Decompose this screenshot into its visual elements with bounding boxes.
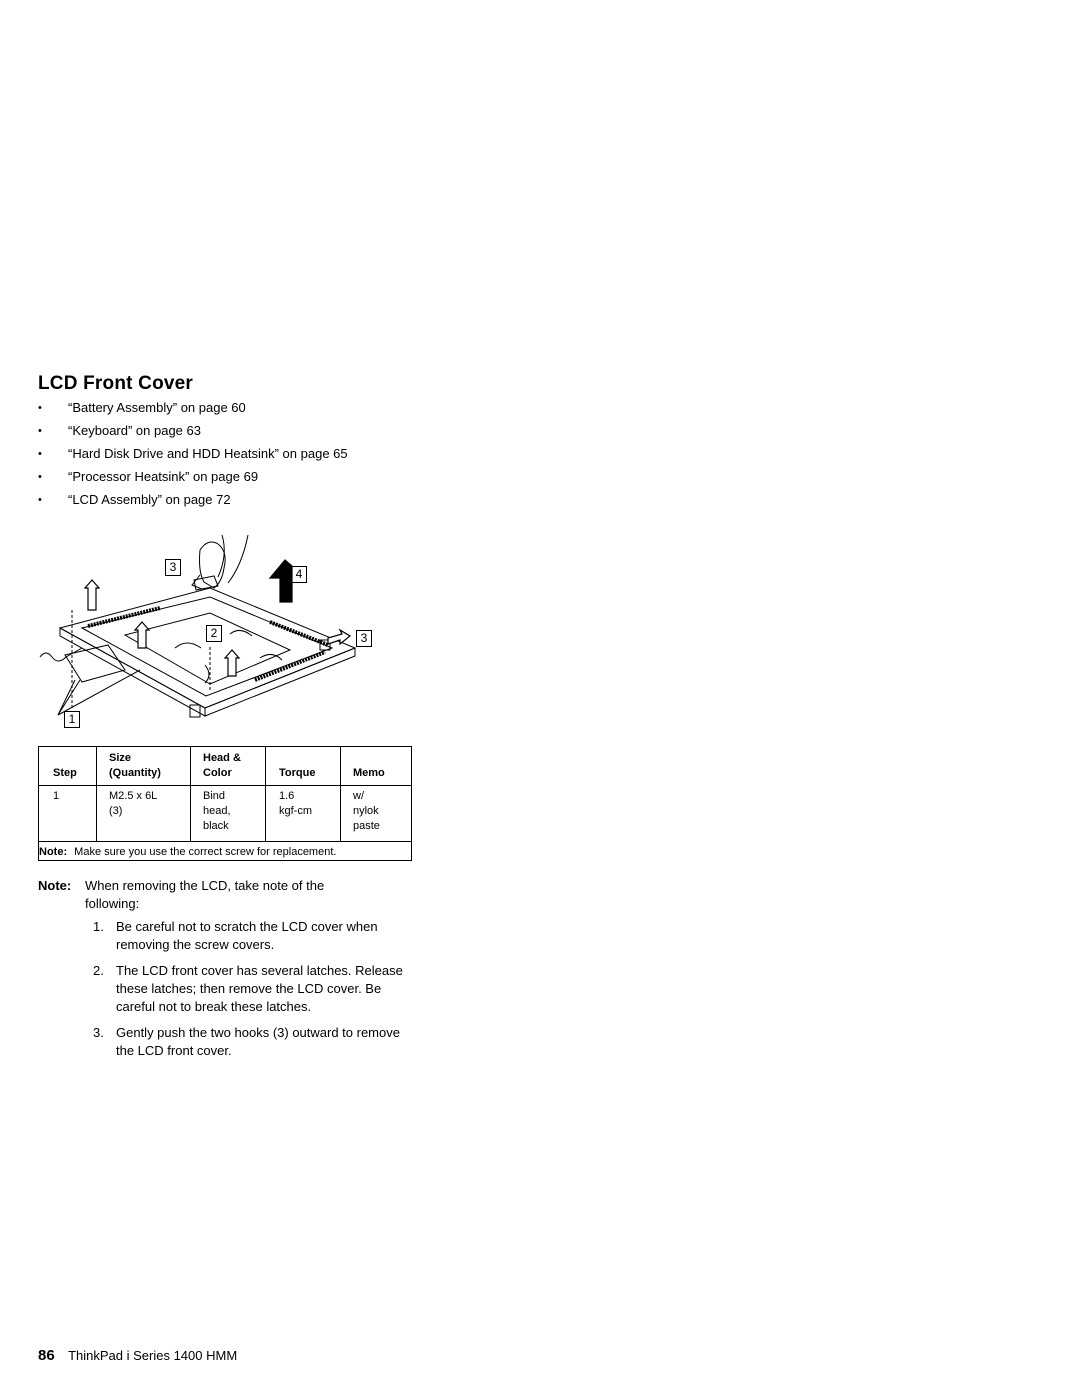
- table-note: Note: Make sure you use the correct scre…: [39, 841, 411, 862]
- header-color: Color: [203, 767, 232, 779]
- table-header: Step Size (Quantity) Head & Color Torque…: [39, 747, 411, 786]
- list-item: 2. The LCD front cover has several latche…: [93, 962, 413, 1016]
- screw-spec-table: Step Size (Quantity) Head & Color Torque…: [38, 746, 412, 861]
- callout-label: 4: [291, 566, 307, 583]
- list-item: 1. Be careful not to scratch the LCD cove…: [93, 918, 413, 954]
- prerequisite-item: • “LCD Assembly” on page 72: [38, 492, 348, 515]
- prerequisite-link[interactable]: “Battery Assembly” on page 60: [68, 400, 246, 415]
- step-text: The LCD front cover has several latches.…: [116, 963, 403, 1014]
- header-memo: Memo: [353, 767, 385, 779]
- prerequisite-item: • “Keyboard” on page 63: [38, 423, 348, 446]
- prerequisite-item: • “Processor Heatsink” on page 69: [38, 469, 348, 492]
- lcd-front-cover-diagram: [39, 534, 357, 718]
- table-note-label: Note:: [39, 846, 68, 858]
- lcd-frame-drawing: [39, 587, 357, 718]
- cell-memo: w/: [353, 790, 364, 802]
- page-footer: 86 ThinkPad i Series 1400 HMM: [38, 1347, 237, 1364]
- bullet-icon: •: [38, 448, 42, 460]
- table-note-text: Make sure you use the correct screw for …: [74, 846, 337, 858]
- book-title: ThinkPad i Series 1400 HMM: [68, 1348, 238, 1363]
- callout-label: 3: [165, 559, 181, 576]
- step-number: 1.: [93, 919, 104, 934]
- header-step: Step: [53, 767, 77, 779]
- callout-label: 1: [64, 711, 80, 728]
- step-text: Gently push the two hooks (3) outward to…: [116, 1025, 400, 1058]
- cell-memo: paste: [353, 820, 380, 832]
- prerequisite-link[interactable]: “Keyboard” on page 63: [68, 423, 201, 438]
- step-number: 3.: [93, 1025, 104, 1040]
- prerequisite-item: • “Battery Assembly” on page 60: [38, 400, 348, 423]
- prerequisite-item: • “Hard Disk Drive and HDD Heatsink” on p…: [38, 446, 348, 469]
- callout-label: 3: [356, 630, 372, 647]
- hand-illustration: [191, 534, 249, 591]
- bullet-icon: •: [38, 494, 42, 506]
- column-divider: [190, 747, 191, 841]
- prerequisite-link[interactable]: “LCD Assembly” on page 72: [68, 492, 231, 507]
- cell-memo: nylok: [353, 805, 379, 817]
- header-torque: Torque: [279, 767, 316, 779]
- cell-size: M2.5 x 6L: [109, 790, 158, 802]
- header-size: Size: [109, 752, 132, 764]
- header-head: Head &: [203, 752, 241, 764]
- cell-torque: 1.6: [279, 790, 295, 802]
- header-quantity: (Quantity): [109, 767, 161, 779]
- bullet-icon: •: [38, 425, 42, 437]
- cell-quantity: (3): [109, 805, 123, 817]
- arrow-icons: [83, 559, 352, 677]
- prerequisite-link[interactable]: “Processor Heatsink” on page 69: [68, 469, 259, 484]
- cell-head: head,: [203, 805, 231, 817]
- section-title: LCD Front Cover: [38, 373, 193, 394]
- column-divider: [340, 747, 341, 841]
- step-number: 2.: [93, 963, 104, 978]
- column-divider: [265, 747, 266, 841]
- prerequisite-list: • “Battery Assembly” on page 60 • “Keyboar…: [38, 400, 348, 515]
- cell-head: Bind: [203, 790, 226, 802]
- cell-color: black: [203, 820, 229, 832]
- callout-label: 2: [206, 625, 222, 642]
- column-divider: [96, 747, 97, 841]
- list-item: 3. Gently push the two hooks (3) outward …: [93, 1024, 413, 1060]
- note-text: When removing the LCD, take note of the …: [85, 878, 325, 911]
- bullet-icon: •: [38, 402, 42, 414]
- cell-step: 1: [53, 790, 60, 802]
- bullet-icon: •: [38, 471, 42, 483]
- removal-steps: 1. Be careful not to scratch the LCD cove…: [93, 918, 413, 1068]
- page-number: 86: [38, 1347, 55, 1364]
- prerequisite-link[interactable]: “Hard Disk Drive and HDD Heatsink” on pa…: [68, 446, 348, 461]
- cell-torque-unit: kgf-cm: [279, 805, 312, 817]
- note-label: Note:: [38, 878, 72, 893]
- step-text: Be careful not to scratch the LCD cover …: [116, 919, 378, 952]
